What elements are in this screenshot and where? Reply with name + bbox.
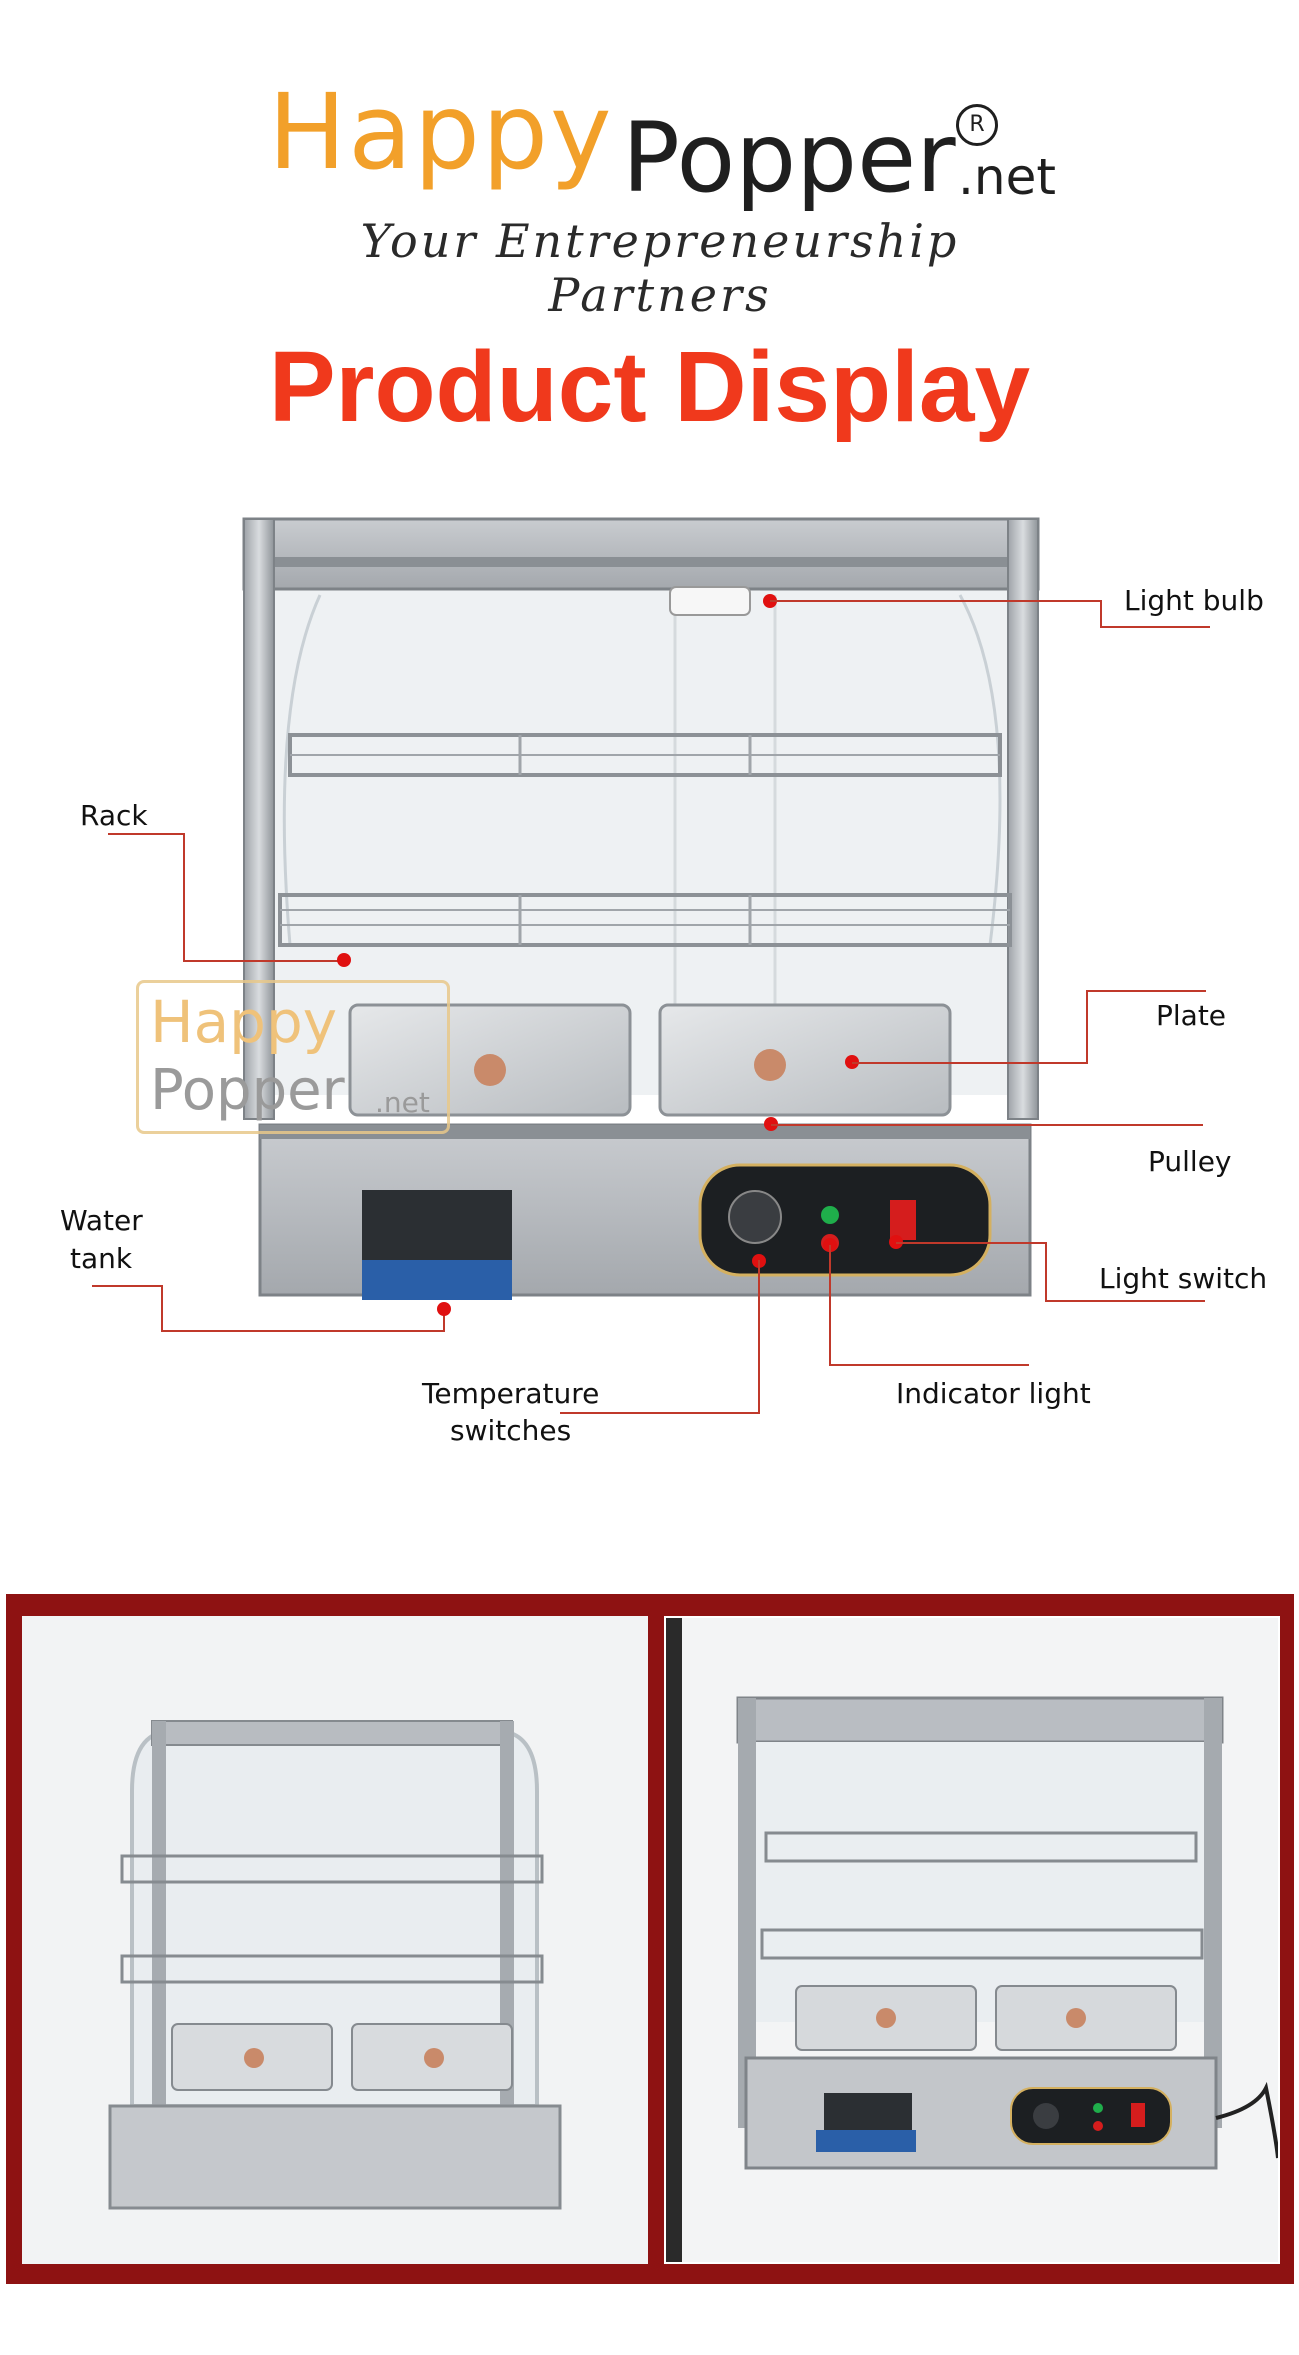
indicator-leader-end bbox=[829, 1364, 1029, 1366]
water-tank-leader-up bbox=[443, 1312, 445, 1332]
gallery-photo-left bbox=[22, 1616, 648, 2264]
watermark-box bbox=[136, 980, 450, 1134]
light-switch-leader-vert bbox=[1045, 1242, 1047, 1302]
light-switch-label: Light switch bbox=[1099, 1262, 1268, 1295]
light-bulb-label: Light bulb bbox=[1124, 584, 1264, 617]
temperature-leader-end bbox=[560, 1412, 760, 1414]
plate-label: Plate bbox=[1156, 999, 1227, 1032]
watermark-popper: Popper bbox=[150, 1058, 345, 1123]
watermark-happy: Happy bbox=[150, 988, 338, 1056]
square-glass-warmer-photo bbox=[666, 1618, 1278, 2262]
photo-gallery-frame bbox=[6, 1594, 1294, 2284]
pulley-label: Pulley bbox=[1148, 1145, 1232, 1178]
light-bulb-leader-end bbox=[1100, 626, 1210, 628]
rack-leader-vert bbox=[183, 833, 185, 961]
rack-label: Rack bbox=[80, 799, 148, 832]
water-tank-leader-top bbox=[92, 1285, 162, 1287]
light-switch-leader bbox=[896, 1242, 1046, 1244]
water-tank-label-line1: Water bbox=[60, 1204, 143, 1237]
registered-mark-icon: R bbox=[956, 104, 998, 146]
temperature-label-line2: switches bbox=[450, 1414, 572, 1447]
tagline: Your Entrepreneurship Partners bbox=[360, 214, 960, 322]
light-bulb-leader bbox=[770, 600, 1100, 602]
logo-happy-text: Happy bbox=[268, 71, 614, 193]
watermark-net: .net bbox=[375, 1086, 430, 1119]
gallery-photo-right bbox=[664, 1616, 1280, 2264]
warmer-display-illustration bbox=[242, 517, 1040, 1300]
plate-leader-end bbox=[1086, 990, 1206, 992]
plate-leader-vert bbox=[1086, 990, 1088, 1064]
pulley-leader bbox=[771, 1124, 1203, 1126]
page-title: Product Display bbox=[268, 331, 1031, 443]
logo-net-text: .net bbox=[958, 148, 1056, 206]
indicator-light-label: Indicator light bbox=[896, 1377, 1091, 1410]
rack-marker bbox=[337, 953, 351, 967]
rack-leader-end bbox=[183, 960, 343, 962]
logo-popper-text: Popper bbox=[622, 102, 956, 214]
temperature-label-line1: Temperature bbox=[422, 1377, 600, 1410]
water-tank-leader-vert bbox=[161, 1285, 163, 1331]
indicator-leader-vert bbox=[829, 1245, 831, 1365]
plate-leader bbox=[852, 1062, 1088, 1064]
curved-glass-warmer-photo bbox=[22, 1616, 648, 2264]
rack-leader-top bbox=[108, 833, 184, 835]
light-bulb-leader-bend bbox=[1100, 600, 1102, 628]
water-tank-leader-end bbox=[161, 1330, 445, 1332]
water-tank-marker bbox=[437, 1302, 451, 1316]
light-switch-leader-end bbox=[1045, 1300, 1205, 1302]
water-tank-label-line2: tank bbox=[70, 1242, 133, 1275]
temperature-leader-vert bbox=[758, 1260, 760, 1414]
